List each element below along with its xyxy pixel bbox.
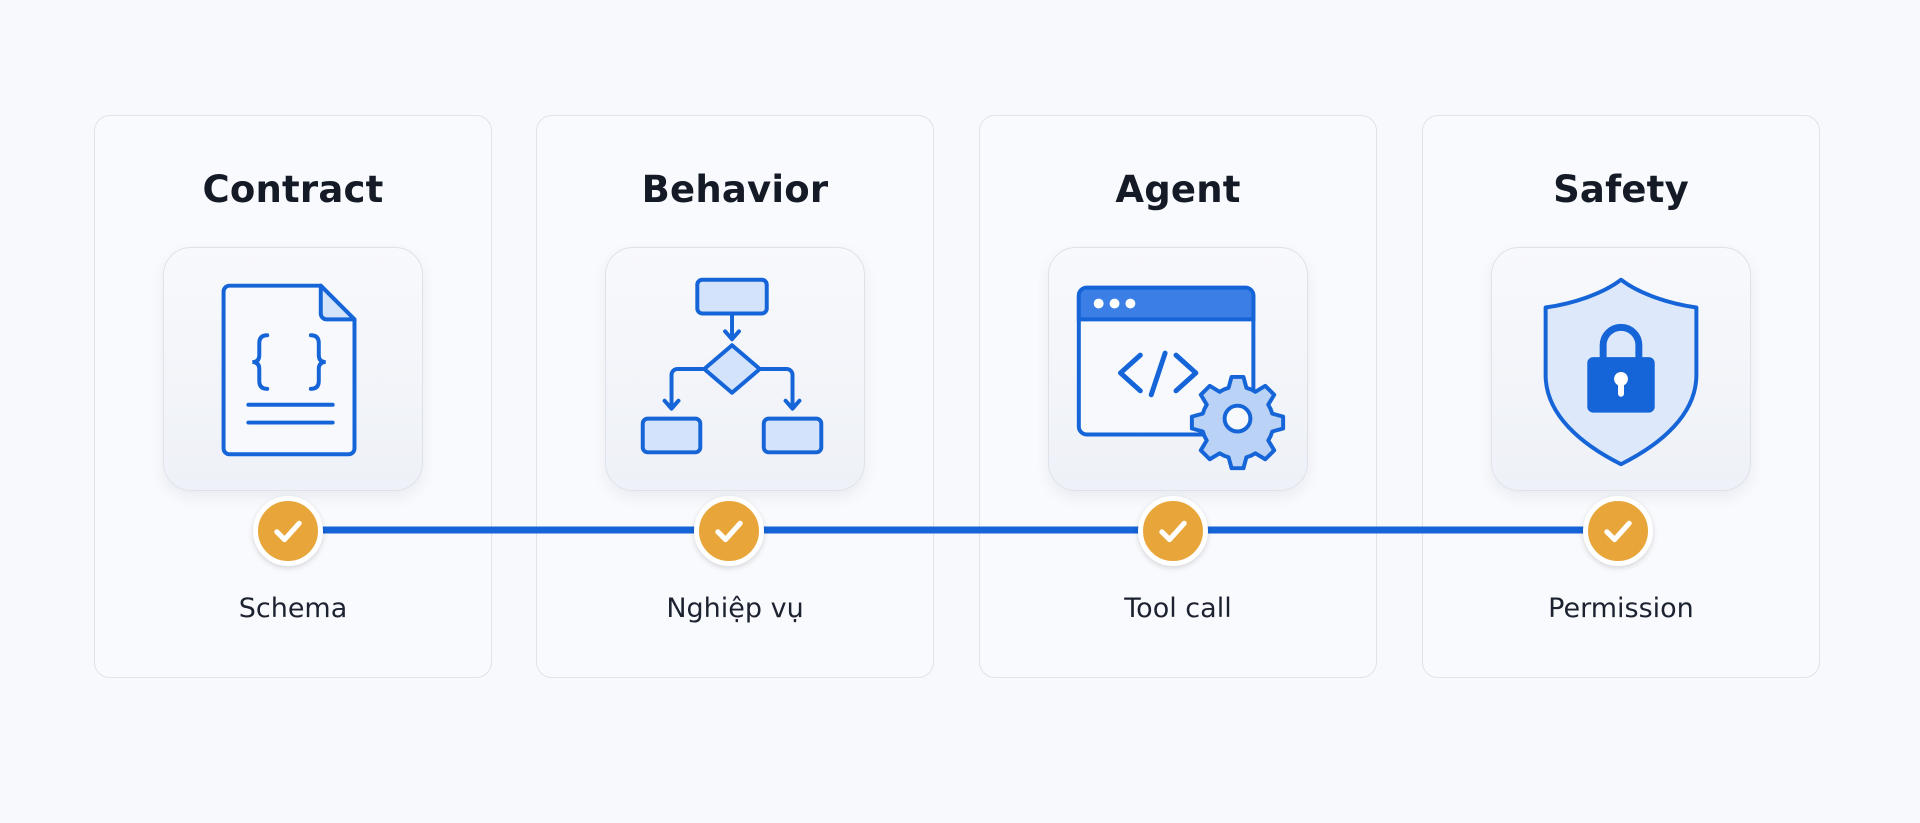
- stage-title: Agent: [1115, 168, 1241, 211]
- check-badge: [1138, 496, 1208, 566]
- checkmark-icon: [1604, 520, 1632, 543]
- shield-lock-icon: [1543, 277, 1699, 467]
- check-badge: [253, 496, 323, 566]
- check-badge: [1583, 496, 1653, 566]
- stage-card-behavior: Behavior Nghiệp vụ: [536, 115, 934, 678]
- stage-title: Behavior: [641, 168, 829, 211]
- flowchart-icon: [640, 277, 824, 455]
- stage-caption: Tool call: [1124, 593, 1232, 624]
- stage-caption: Nghiệp vụ: [666, 593, 804, 624]
- checkmark-icon: [1159, 520, 1187, 543]
- code-window-gear-icon: [1076, 285, 1286, 471]
- stage-card-agent: Agent Tool call: [979, 115, 1377, 678]
- icon-tile: [163, 247, 423, 491]
- icon-tile: [605, 247, 865, 491]
- stage-title: Safety: [1553, 168, 1689, 211]
- stage-card-contract: Contract Schema: [94, 115, 492, 678]
- stage-title: Contract: [202, 168, 384, 211]
- stage-caption: Permission: [1548, 593, 1694, 624]
- stage-card-safety: Safety Permission: [1422, 115, 1820, 678]
- icon-tile: [1048, 247, 1308, 491]
- json-document-icon: [221, 283, 357, 457]
- icon-tile: [1491, 247, 1751, 491]
- checkmark-icon: [274, 520, 302, 543]
- checkmark-icon: [715, 520, 743, 543]
- check-badge: [694, 496, 764, 566]
- stage-caption: Schema: [238, 593, 348, 624]
